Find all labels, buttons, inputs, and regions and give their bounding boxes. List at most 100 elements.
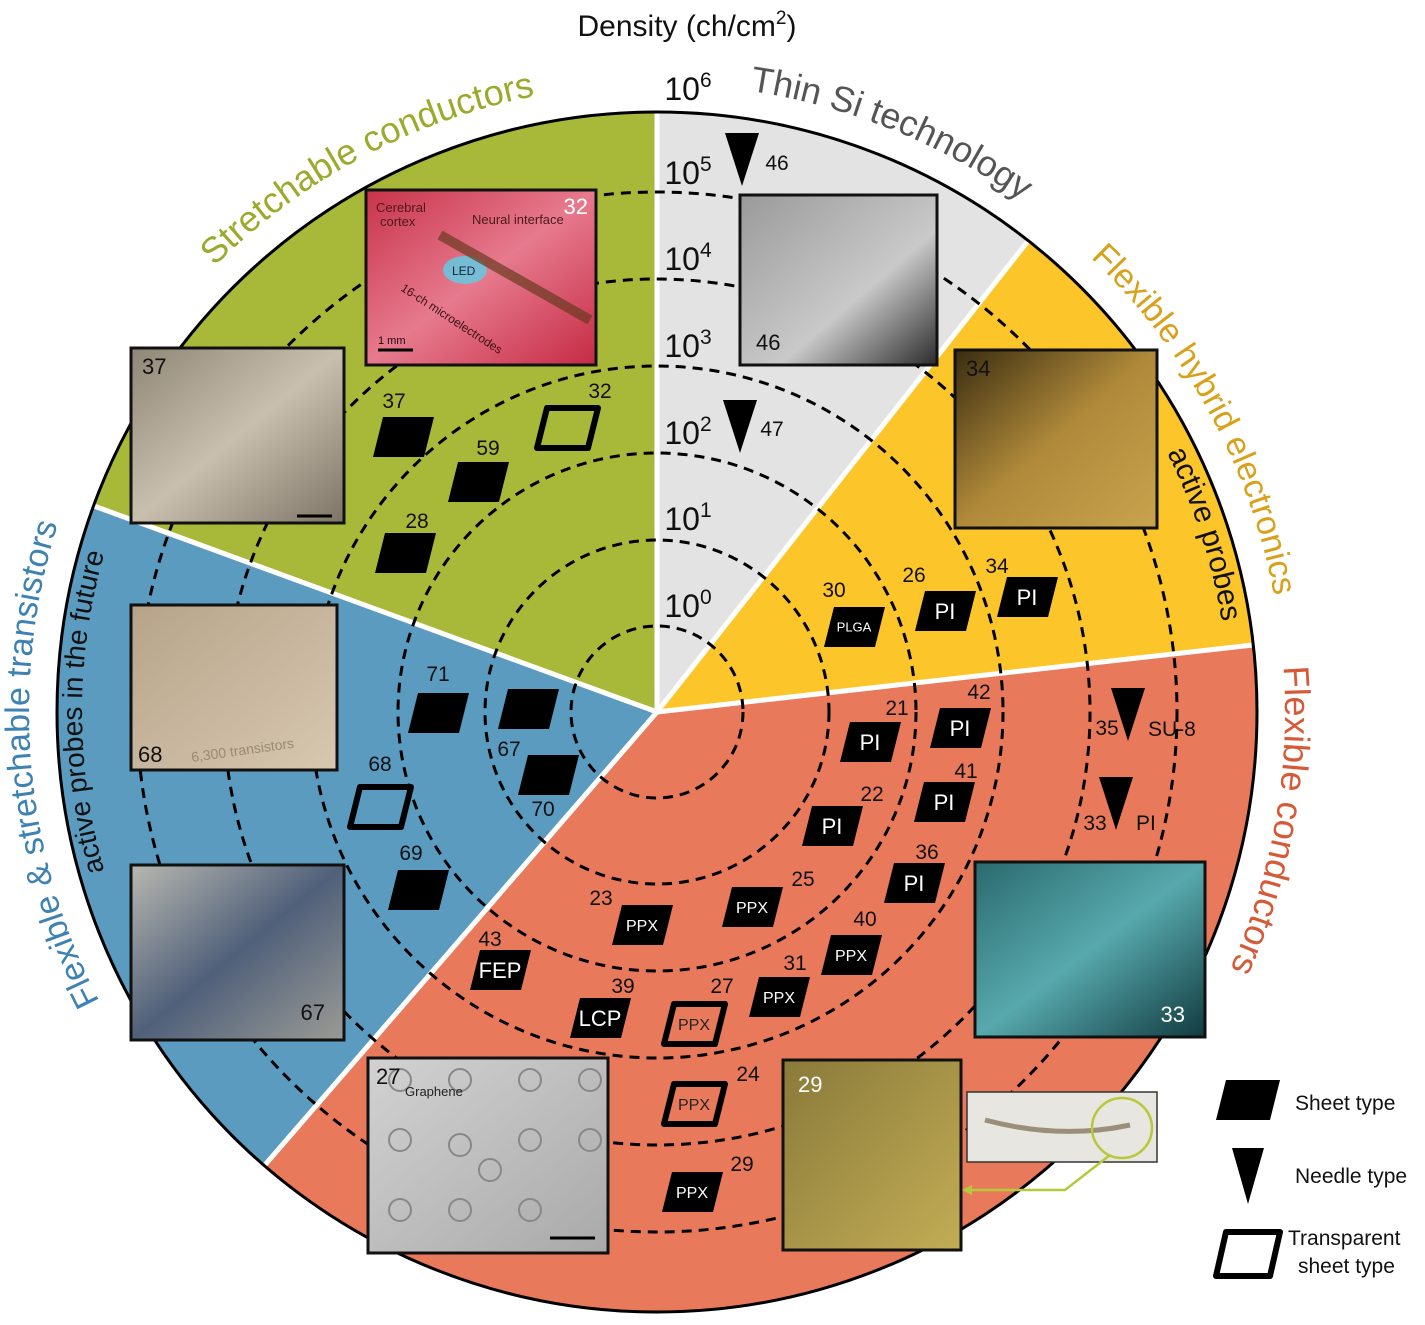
image-ref: 34 (966, 356, 990, 381)
material-label: PI (860, 730, 881, 755)
reference-number: 41 (954, 760, 977, 783)
ring-label: 101 (664, 499, 711, 537)
sheet-icon (498, 689, 559, 729)
marker-sheet-70: 70 (518, 755, 579, 821)
reference-number: 47 (760, 418, 783, 441)
photo-probe-overview (962, 1091, 1158, 1195)
ring-label: 100 (664, 586, 711, 624)
sheet-icon (884, 863, 945, 903)
image-ref: 27 (376, 1064, 400, 1089)
outer-circle (55, 110, 1259, 1314)
reference-number: 67 (497, 738, 520, 761)
sheet-icon (373, 417, 434, 457)
marker-transparent-32: 32 (534, 380, 612, 451)
sheet-icon (408, 693, 469, 733)
sheet-icon (914, 782, 975, 822)
material-label: PI (1017, 585, 1038, 610)
photo-67: 67 (129, 863, 346, 1042)
material-label: FEP (479, 958, 522, 983)
reference-number: 59 (476, 437, 499, 460)
caption: cortex (380, 214, 416, 229)
image-ref: 32 (564, 194, 588, 219)
material-label: PI (950, 716, 971, 741)
legend-sheet-label: Sheet type (1295, 1092, 1395, 1115)
sheet-icon (388, 870, 449, 910)
reference-number: 39 (611, 975, 634, 998)
legend-sheet-icon (1216, 1080, 1280, 1120)
marker-transparent-27: PPX 27 (661, 975, 734, 1047)
ring-label: 106 (664, 69, 711, 107)
reference-number: 69 (399, 842, 422, 865)
marker-needle-46: 46 (725, 133, 789, 186)
transparent-sheet-icon (661, 1001, 728, 1047)
sector-dividers (93, 112, 1254, 1168)
sheet-icon (662, 1172, 723, 1212)
needle-icon (1099, 777, 1133, 830)
ring-label: 102 (664, 413, 711, 451)
sheet-icon (470, 950, 531, 990)
reference-number: 35 (1095, 717, 1118, 740)
reference-number: 43 (478, 928, 501, 951)
reference-number: 27 (710, 975, 733, 998)
image-ref: 33 (1161, 1002, 1185, 1027)
sheet-icon (802, 806, 863, 846)
marker-sheet-30: PLGA 30 (822, 579, 885, 647)
reference-number: 36 (915, 841, 938, 864)
photo-68: 6,300 transistors 68 (129, 603, 339, 772)
image-ref: 67 (301, 1000, 325, 1025)
photo-33: 33 (973, 860, 1207, 1039)
image-ref: 46 (756, 330, 780, 355)
legend: Sheet type Needle type Transparent sheet… (1213, 1080, 1407, 1279)
photo-37: 37 (129, 346, 346, 525)
reference-number: 25 (791, 868, 814, 891)
material-label: PLGA (837, 620, 872, 635)
marker-sheet-43: FEP 43 (470, 928, 531, 990)
legend-transparent-icon (1213, 1229, 1283, 1279)
sheet-icon (749, 977, 810, 1017)
reference-number: 30 (822, 579, 845, 602)
image-ref: 29 (798, 1072, 822, 1097)
reference-number: 71 (426, 663, 449, 686)
reference-number: 46 (765, 152, 788, 175)
caption: Graphene (405, 1084, 463, 1099)
material-label: LCP (579, 1006, 622, 1031)
legend-needle-icon (1232, 1148, 1264, 1204)
reference-number: 28 (405, 510, 428, 533)
marker-sheet-37: 37 (373, 390, 434, 457)
marker-sheet-41: PI 41 (914, 760, 978, 822)
marker-sheet-71: 71 (408, 663, 469, 733)
probe-markers: 375928327167706869PLGA30PI26PI34PI21PI42… (347, 133, 1196, 1212)
sheet-icon (375, 533, 436, 573)
transparent-sheet-icon (661, 1081, 728, 1127)
material-label: PPX (835, 948, 867, 965)
photo-32: Cerebral cortex Neural interface LED 16-… (364, 188, 598, 367)
caption: 1 mm (378, 335, 406, 347)
image-ref: 68 (138, 742, 162, 767)
sheet-icon (824, 607, 885, 647)
sheet-icon (997, 577, 1058, 617)
photo-34: 34 (953, 348, 1159, 530)
photo-46: 46 (738, 193, 939, 367)
material-label: PI (822, 814, 843, 839)
reference-number: 33 (1083, 812, 1106, 835)
transparent-sheet-icon (347, 784, 414, 830)
marker-needle-47: 47 (723, 400, 784, 453)
ring-label: 105 (664, 153, 711, 191)
material-label: PI (904, 871, 925, 896)
material-label: SU-8 (1148, 718, 1196, 741)
needle-icon (723, 400, 757, 453)
sheet-icon (915, 591, 976, 631)
reference-number: 21 (885, 697, 908, 720)
sheet-icon (518, 755, 579, 795)
sheet-icon (612, 905, 673, 945)
photo-insets: Cerebral cortex Neural interface LED 16-… (129, 188, 1207, 1255)
material-label: PI (934, 790, 955, 815)
material-label: PPX (678, 1017, 710, 1034)
